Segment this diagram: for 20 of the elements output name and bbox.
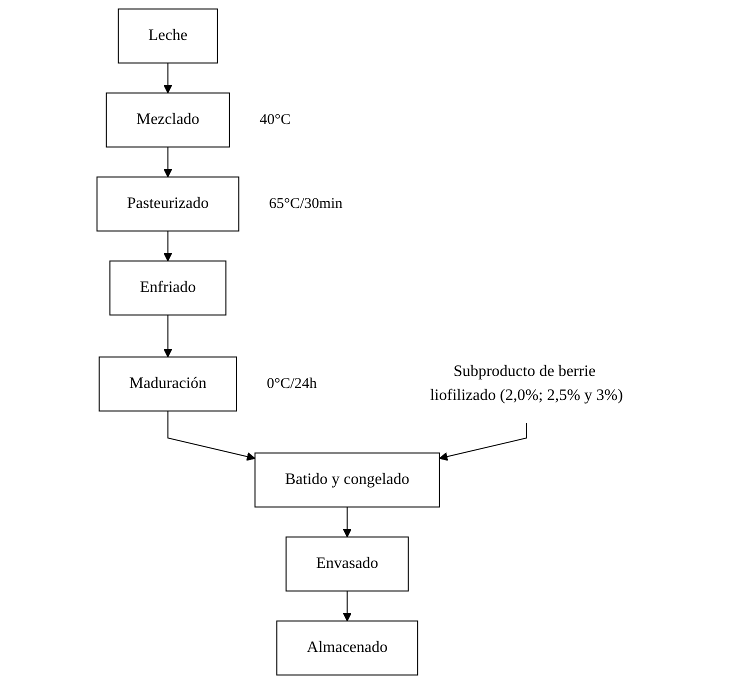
arrow: [168, 410, 256, 461]
node-annotation: 65°C/30min: [268, 195, 342, 213]
node-box: Envasado: [286, 536, 410, 592]
node-annotation: 40°C: [260, 111, 291, 129]
node-box: Maduración: [98, 356, 238, 412]
node-annotation: 0°C/24h: [266, 375, 317, 393]
node-box: Batido y congelado: [254, 452, 440, 508]
arrow: [343, 506, 352, 538]
node-box: Almacenado: [276, 620, 418, 676]
arrow: [164, 230, 172, 262]
node-box: Leche: [118, 8, 218, 64]
node-text: Subproducto de berrie liofilizado (2,0%; 2,5% y 3%): [430, 363, 624, 404]
arrow: [343, 590, 352, 622]
arrow: [164, 314, 172, 358]
arrow: [439, 422, 528, 461]
node-box: Enfriado: [110, 260, 227, 316]
node-box: Mezclado: [106, 92, 230, 148]
arrow: [164, 62, 172, 94]
node-box: Pasteurizado: [96, 176, 240, 232]
arrow: [164, 146, 172, 178]
